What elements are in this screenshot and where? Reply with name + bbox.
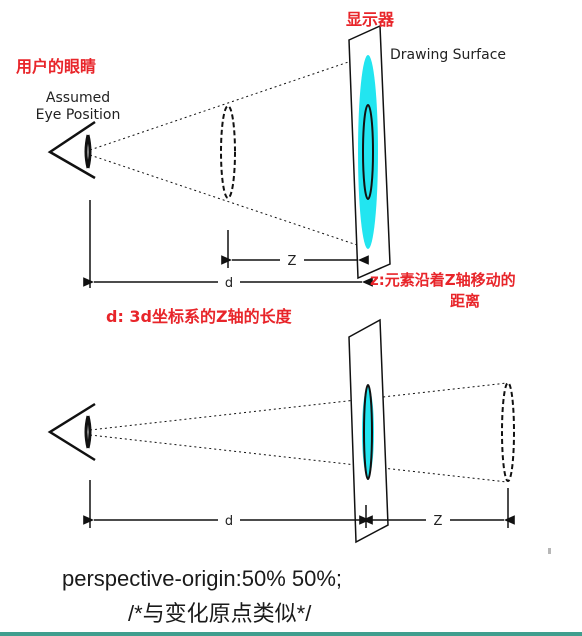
bottom-rule: [0, 632, 582, 636]
bottom-diagram: d Z: [47, 318, 515, 544]
d-label-bottom: d: [225, 514, 233, 529]
d-description: d: 3d坐标系的Z轴的长度: [106, 307, 293, 326]
object-ellipse: [220, 105, 236, 199]
eye-position-label-line2: Eye Position: [36, 107, 121, 123]
top-diagram: Z d Drawing Surface Assumed Eye Position: [36, 24, 506, 292]
eye-icon: [47, 120, 96, 180]
projection-line-upper: [89, 382, 508, 431]
user-eye-annotation: 用户的眼睛: [16, 57, 96, 76]
display-annotation: 显示器: [346, 10, 395, 29]
d-label-top: d: [225, 276, 233, 291]
projection-line-upper: [89, 55, 367, 151]
drawing-surface-label: Drawing Surface: [390, 47, 506, 63]
code-comment: /*与变化原点类似*/: [128, 601, 312, 626]
eye-icon: [47, 402, 96, 462]
projection-line-lower: [89, 434, 508, 483]
object-ellipse: [501, 382, 515, 482]
edge-mark: [548, 548, 551, 554]
z-label-bottom: Z: [434, 514, 443, 529]
z-label-top: Z: [288, 254, 297, 269]
projected-object-outline: [363, 384, 373, 480]
z-description-line1: z:元素沿着Z轴移动的: [370, 271, 516, 289]
projected-image: [358, 55, 378, 249]
eye-position-label-line1: Assumed: [46, 90, 110, 106]
code-line-perspective-origin: perspective-origin:50% 50%;: [62, 566, 343, 591]
z-description-line2: 距离: [450, 292, 480, 310]
projection-line-lower: [89, 154, 367, 249]
projected-object-outline: [362, 104, 374, 200]
